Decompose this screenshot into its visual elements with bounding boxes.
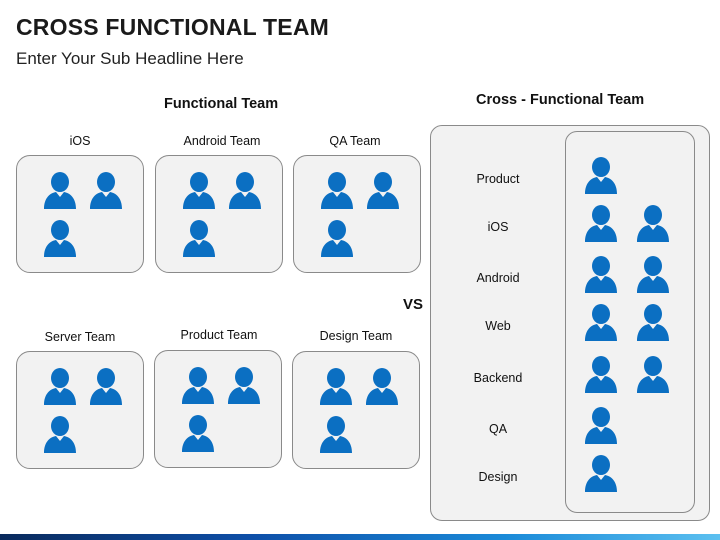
slide-title: CROSS FUNCTIONAL TEAM [16, 14, 329, 40]
person-icon [320, 220, 354, 258]
functional-team-heading: Functional Team [164, 96, 279, 112]
team-label-android: Android Team [183, 134, 261, 148]
cross-row-label: Web [485, 319, 511, 333]
team-box-android [155, 155, 283, 273]
team-box-design [292, 351, 420, 469]
person-icon [181, 367, 215, 405]
person-icon [584, 304, 618, 342]
footer-bar [0, 534, 720, 540]
person-icon [43, 172, 77, 210]
person-icon [636, 304, 670, 342]
person-icon [584, 407, 618, 445]
vs-label: VS [403, 296, 424, 313]
team-box-qa [293, 155, 421, 273]
cross-functional-team-heading: Cross - Functional Team [476, 92, 645, 108]
person-icon [228, 172, 262, 210]
person-icon [43, 368, 77, 406]
cross-row-label: QA [488, 422, 508, 436]
cross-row-label: Backend [473, 371, 523, 385]
person-icon [366, 172, 400, 210]
team-label-qa: QA Team [329, 134, 381, 148]
team-box-server [16, 351, 144, 469]
team-label-design: Design Team [319, 329, 393, 343]
person-icon [43, 416, 77, 454]
person-icon [584, 256, 618, 294]
cross-row-label: iOS [487, 220, 509, 234]
person-icon [636, 256, 670, 294]
team-box-ios [16, 155, 144, 273]
team-label-product: Product Team [180, 328, 258, 342]
person-icon [584, 157, 618, 195]
cross-team-people-box [565, 131, 695, 513]
team-box-product [154, 350, 282, 468]
team-label-server: Server Team [44, 330, 116, 344]
person-icon [584, 455, 618, 493]
person-icon [89, 368, 123, 406]
person-icon [182, 220, 216, 258]
cross-row-label: Product [476, 172, 520, 186]
person-icon [181, 415, 215, 453]
person-icon [89, 172, 123, 210]
person-icon [636, 205, 670, 243]
person-icon [182, 172, 216, 210]
person-icon [319, 368, 353, 406]
cross-row-label: Design [478, 470, 518, 484]
team-label-ios: iOS [69, 134, 91, 148]
person-icon [365, 368, 399, 406]
person-icon [584, 205, 618, 243]
person-icon [227, 367, 261, 405]
person-icon [43, 220, 77, 258]
cross-row-label: Android [476, 271, 520, 285]
slide-subtitle: Enter Your Sub Headline Here [16, 49, 244, 68]
person-icon [584, 356, 618, 394]
person-icon [320, 172, 354, 210]
person-icon [319, 416, 353, 454]
person-icon [636, 356, 670, 394]
